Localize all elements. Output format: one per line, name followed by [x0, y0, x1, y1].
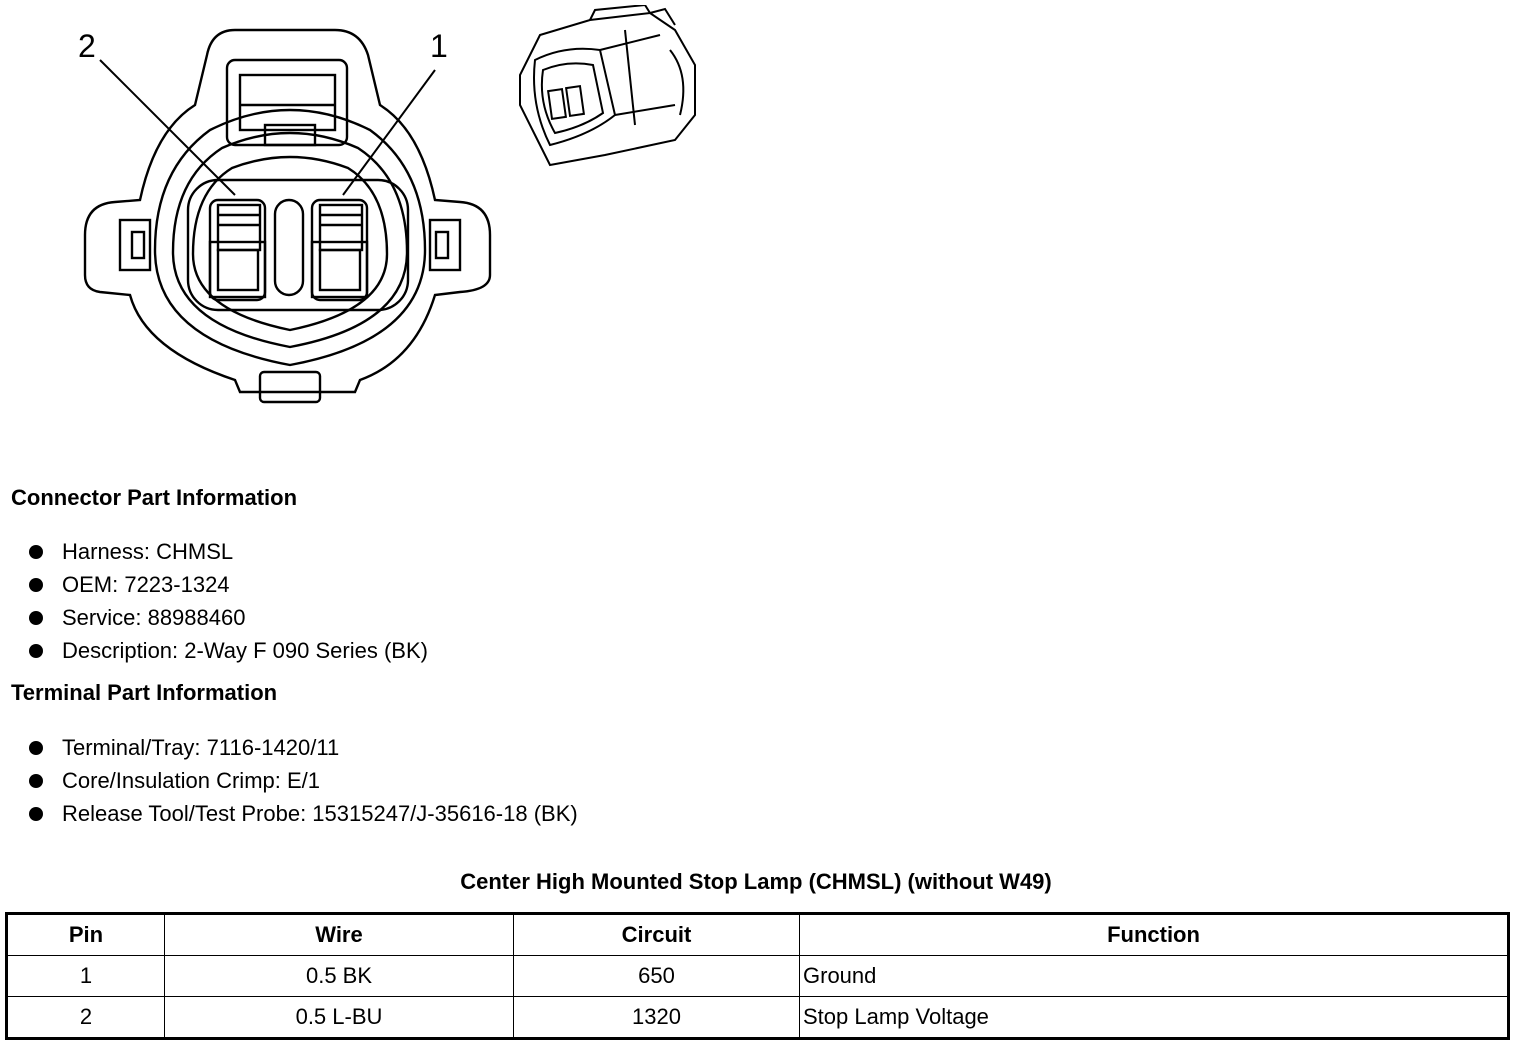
bullet-icon: [29, 774, 43, 788]
header-function: Function: [799, 913, 1509, 956]
list-item: OEM: 7223-1324: [0, 568, 428, 601]
cell-function: Ground: [799, 955, 1509, 997]
list-item: Harness: CHMSL: [0, 535, 428, 568]
table-row: 2 0.5 L-BU 1320 Stop Lamp Voltage: [6, 996, 1509, 1039]
cell-function: Stop Lamp Voltage: [799, 996, 1509, 1039]
bullet-icon: [29, 578, 43, 592]
list-item: Core/Insulation Crimp: E/1: [0, 764, 578, 797]
connector-part-info-list: Harness: CHMSL OEM: 7223-1324 Service: 8…: [0, 535, 428, 667]
pin-1-callout: 1: [430, 28, 448, 64]
cell-pin: 1: [6, 955, 165, 997]
table-title: Center High Mounted Stop Lamp (CHMSL) (w…: [460, 869, 1052, 894]
terminal-part-info-list: Terminal/Tray: 7116-1420/11 Core/Insulat…: [0, 731, 578, 830]
list-item: Description: 2-Way F 090 Series (BK): [0, 634, 428, 667]
table-header-row: Pin Wire Circuit Function: [6, 913, 1509, 956]
connector-face-drawing: [83, 28, 492, 404]
table-row: 1 0.5 BK 650 Ground: [6, 955, 1509, 997]
terminal-part-info-heading: Terminal Part Information: [11, 680, 278, 705]
list-item: Terminal/Tray: 7116-1420/11: [0, 731, 578, 764]
header-pin: Pin: [6, 913, 165, 956]
pinout-table: Pin Wire Circuit Function 1 0.5 BK 650 G…: [5, 912, 1510, 1040]
cell-circuit: 1320: [513, 996, 800, 1039]
list-item: Service: 88988460: [0, 601, 428, 634]
cell-pin: 2: [6, 996, 165, 1039]
bullet-icon: [29, 807, 43, 821]
pin-2-callout: 2: [78, 28, 96, 64]
header-circuit: Circuit: [513, 913, 800, 956]
list-item: Release Tool/Test Probe: 15315247/J-3561…: [0, 797, 578, 830]
cell-wire: 0.5 L-BU: [164, 996, 514, 1039]
bullet-icon: [29, 644, 43, 658]
header-wire: Wire: [164, 913, 514, 956]
cell-wire: 0.5 BK: [164, 955, 514, 997]
bullet-icon: [29, 741, 43, 755]
connector-isometric-drawing: [519, 5, 696, 167]
cell-circuit: 650: [513, 955, 800, 997]
connector-part-info-heading: Connector Part Information: [11, 485, 298, 510]
bullet-icon: [29, 611, 43, 625]
bullet-icon: [29, 545, 43, 559]
